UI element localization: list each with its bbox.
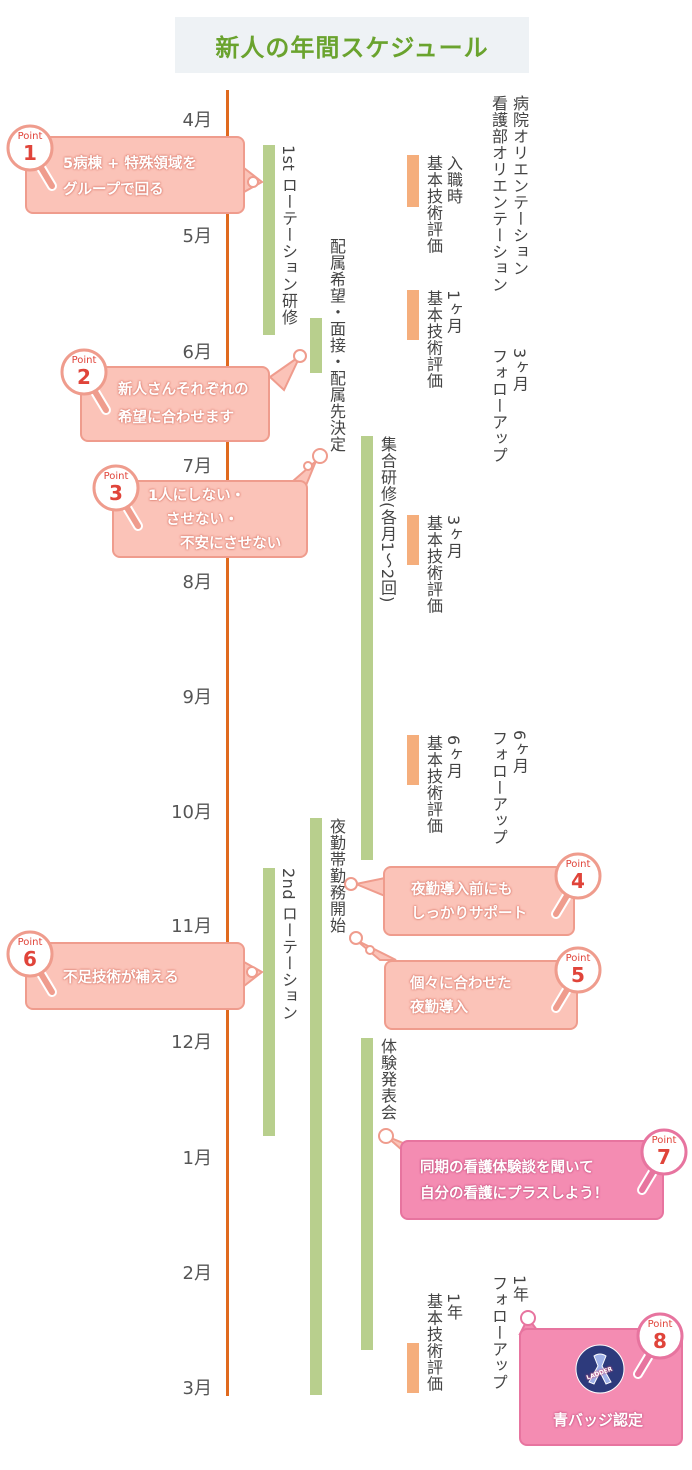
follow-1y-label: フォローアップ bbox=[489, 1275, 508, 1391]
eval-3m-bar bbox=[407, 515, 419, 565]
point6-callout: 不足技術が補える bbox=[25, 942, 245, 1010]
point2-badge-icon: Point 2 bbox=[60, 348, 111, 415]
eval-3m-label: 基本技術評価 bbox=[424, 515, 443, 614]
rotation2-label: 2nd ローテーション bbox=[279, 868, 298, 1022]
point5-line1: 個々に合わせた bbox=[410, 976, 512, 992]
point1-line2: グループで回る bbox=[63, 182, 164, 198]
point3-callout: 1人にしない・ させない・ 不安にさせない bbox=[112, 480, 308, 558]
group-training-bar bbox=[361, 436, 373, 860]
rotation1-label: 1st ローテーション研修 bbox=[279, 145, 298, 326]
svg-text:Point: Point bbox=[18, 131, 43, 142]
eval-6m-label: 基本技術評価 bbox=[424, 735, 443, 834]
title-box: 新人の年間スケジュール bbox=[175, 17, 529, 73]
eval-1y-bar bbox=[407, 1343, 419, 1393]
rotation1-bar bbox=[263, 145, 275, 335]
eval-entry-bar bbox=[407, 155, 419, 207]
point3-line2: させない・ bbox=[166, 512, 239, 528]
point5-line2: 夜勤導入 bbox=[410, 1000, 468, 1016]
point5-callout: 個々に合わせた 夜勤導入 bbox=[384, 960, 578, 1030]
point3-line3: 不安にさせない bbox=[180, 536, 282, 552]
eval-6m-bar bbox=[407, 735, 419, 785]
eval-entry-label: 基本技術評価 bbox=[424, 155, 443, 254]
eval-1m-bar bbox=[407, 290, 419, 340]
presentation-bar bbox=[361, 1038, 373, 1350]
point4-badge-icon: Point 4 bbox=[551, 852, 602, 919]
svg-text:Point: Point bbox=[104, 471, 129, 482]
svg-text:4: 4 bbox=[571, 869, 585, 893]
point1-line1: 5病棟 + 特殊領域を bbox=[63, 156, 197, 172]
point7-line2: 自分の看護にプラスしよう！ bbox=[420, 1186, 609, 1202]
point2-line2: 希望に合わせます bbox=[118, 410, 234, 426]
rotation2-bar bbox=[263, 868, 275, 1136]
month-label: 1月 bbox=[182, 1148, 212, 1169]
svg-text:7: 7 bbox=[657, 1145, 671, 1169]
point7-badge-icon: Point 7 bbox=[637, 1128, 688, 1195]
svg-text:6: 6 bbox=[23, 947, 37, 971]
eval-entry-when: 入職時 bbox=[444, 155, 463, 205]
follow-3m-label: フォローアップ bbox=[489, 348, 508, 464]
svg-text:Point: Point bbox=[648, 1319, 673, 1330]
eval-3m-when: 3ヶ月 bbox=[444, 515, 463, 559]
month-label: 2月 bbox=[182, 1263, 212, 1284]
svg-text:Point: Point bbox=[566, 859, 591, 870]
month-label: 4月 bbox=[182, 110, 212, 131]
presentation-label: 体験発表会 bbox=[378, 1038, 397, 1121]
follow-3m-when: 3ヶ月 bbox=[510, 348, 529, 392]
point6-line1: 不足技術が補える bbox=[63, 970, 179, 986]
eval-1y-when: 1年 bbox=[444, 1293, 463, 1321]
point2-callout: 新人さんそれぞれの 希望に合わせます bbox=[80, 366, 270, 442]
night-shift-label: 夜勤帯勤務開始 bbox=[327, 818, 346, 934]
follow-6m-label: フォローアップ bbox=[489, 730, 508, 846]
ribbon-badge-icon: LADDER bbox=[575, 1344, 625, 1394]
point4-line2: しっかりサポート bbox=[411, 906, 527, 922]
assign-label: 配属希望・面接・配属先決定 bbox=[327, 238, 346, 453]
svg-text:Point: Point bbox=[566, 953, 591, 964]
group-training-label: 集合研修(各月1〜2回) bbox=[378, 436, 397, 603]
follow-6m-when: 6ヶ月 bbox=[510, 730, 529, 774]
month-label: 3月 bbox=[182, 1378, 212, 1399]
eval-1m-label: 基本技術評価 bbox=[424, 290, 443, 389]
month-label: 7月 bbox=[182, 456, 212, 477]
point4-line1: 夜勤導入前にも bbox=[411, 882, 513, 898]
month-label: 6月 bbox=[182, 342, 212, 363]
svg-text:Point: Point bbox=[72, 355, 97, 366]
night-shift-bar bbox=[310, 818, 322, 1395]
month-label: 5月 bbox=[182, 226, 212, 247]
svg-text:8: 8 bbox=[653, 1329, 667, 1353]
point6-badge-icon: Point 6 bbox=[6, 930, 57, 997]
point2-line1: 新人さんそれぞれの bbox=[118, 382, 249, 398]
point1-callout: 5病棟 + 特殊領域を グループで回る bbox=[25, 136, 245, 214]
svg-text:Point: Point bbox=[652, 1135, 677, 1146]
point8-line1: 青バッジ認定 bbox=[553, 1411, 644, 1429]
month-label: 8月 bbox=[182, 572, 212, 593]
eval-1y-label: 基本技術評価 bbox=[424, 1293, 443, 1392]
svg-text:3: 3 bbox=[109, 481, 123, 505]
point4-callout: 夜勤導入前にも しっかりサポート bbox=[383, 866, 575, 936]
month-label: 11月 bbox=[171, 916, 212, 937]
month-label: 10月 bbox=[171, 802, 212, 823]
point7-callout: 同期の看護体験談を聞いて 自分の看護にプラスしよう！ bbox=[400, 1140, 664, 1220]
svg-text:2: 2 bbox=[77, 365, 91, 389]
follow-1y-when: 1年 bbox=[510, 1275, 529, 1303]
point1-badge-icon: Point 1 bbox=[6, 124, 57, 191]
nursing-orientation-label: 看護部オリエンテーション bbox=[489, 95, 508, 293]
point7-line1: 同期の看護体験談を聞いて bbox=[420, 1160, 594, 1176]
point3-badge-icon: Point 3 bbox=[92, 464, 143, 531]
point8-badge-icon: Point 8 bbox=[633, 1312, 684, 1379]
page-title: 新人の年間スケジュール bbox=[215, 33, 489, 62]
hospital-orientation-label: 病院オリエンテーション bbox=[510, 95, 529, 277]
timeline-line bbox=[226, 90, 229, 1396]
assign-bar bbox=[310, 318, 322, 373]
svg-text:1: 1 bbox=[23, 141, 37, 165]
svg-text:Point: Point bbox=[18, 937, 43, 948]
point3-line1: 1人にしない・ bbox=[148, 488, 246, 504]
month-label: 9月 bbox=[182, 687, 212, 708]
svg-text:5: 5 bbox=[571, 963, 585, 987]
month-label: 12月 bbox=[171, 1032, 212, 1053]
eval-1m-when: 1ヶ月 bbox=[444, 290, 463, 334]
point5-badge-icon: Point 5 bbox=[551, 946, 602, 1013]
eval-6m-when: 6ヶ月 bbox=[444, 735, 463, 779]
